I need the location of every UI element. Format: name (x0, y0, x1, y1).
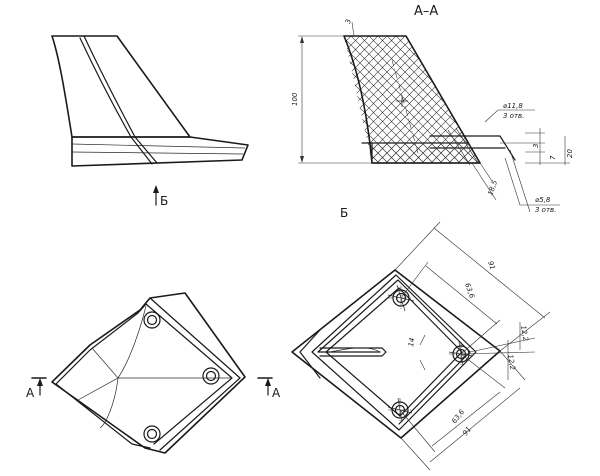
section-mark-left: А (26, 377, 47, 400)
dim-hole-large: ⌀11,8 (503, 102, 523, 110)
dim-hole-large-count: 3 отв. (503, 112, 524, 120)
bottom-view: 14 91 63,6 12,2 12,2 63,6 91 (291, 221, 551, 471)
dim-hole-small-count: 3 отв. (535, 206, 556, 214)
section-mark-right: А (257, 377, 281, 400)
dim-top-chamfer: 3 (344, 19, 353, 25)
section-view: А–А 100 3 ⌀11,8 3 отв. 3 7 20 (291, 4, 574, 214)
dim-width-91-bottom: 91 (461, 425, 473, 437)
dim-height-total: 100 (291, 92, 299, 106)
dim-inner-636-top: 63,6 (463, 282, 476, 300)
view-b-label: Б (340, 206, 348, 220)
top-view-left (51, 292, 246, 454)
section-title: А–А (414, 4, 438, 19)
view-arrow-b: Б (153, 185, 168, 208)
arrow-b-label: Б (160, 194, 168, 208)
dim-hole-small: ⌀5,8 (535, 196, 551, 204)
dim-half-122-a: 12,2 (519, 325, 530, 342)
dim-half-122-b: 12,2 (506, 354, 517, 371)
section-left-label: А (26, 386, 35, 400)
dim-offset-3: 3 (532, 144, 540, 148)
dim-width-91-top: 91 (486, 260, 497, 271)
dim-gap-14: 14 (407, 337, 416, 347)
dim-base-20: 20 (566, 149, 574, 158)
dim-inner-636-bottom: 63,6 (450, 408, 466, 426)
dim-depth-185: 18,5 (486, 179, 499, 197)
section-right-label: А (272, 386, 281, 400)
side-view (51, 35, 249, 167)
dim-offset-7: 7 (549, 155, 557, 160)
